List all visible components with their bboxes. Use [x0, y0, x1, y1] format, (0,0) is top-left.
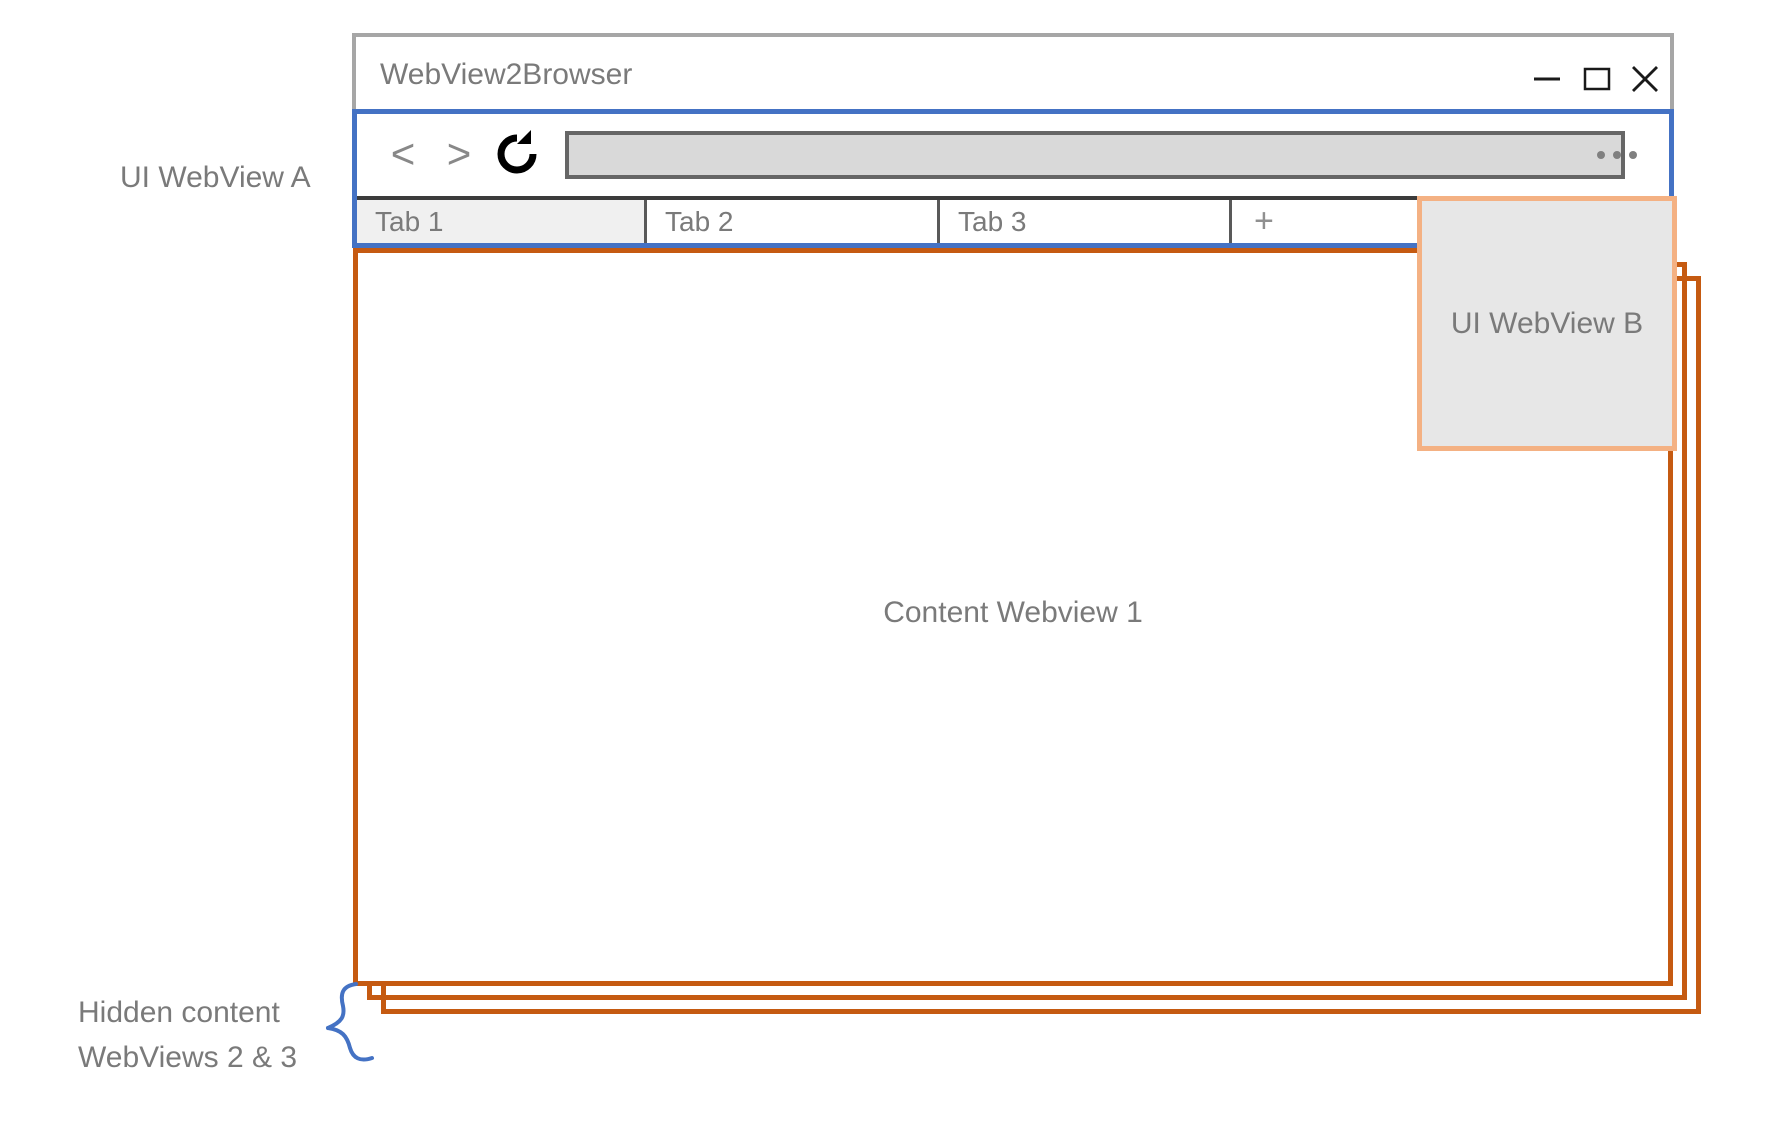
title-bar: WebView2Browser [352, 33, 1674, 113]
tab-1[interactable]: Tab 1 [357, 200, 647, 243]
content-webview-1-label: Content Webview 1 [883, 596, 1143, 629]
annotation-ui-webview-a: UI WebView A [120, 161, 311, 194]
tab-2[interactable]: Tab 2 [647, 200, 940, 243]
maximize-icon[interactable] [1580, 61, 1614, 95]
minimize-icon[interactable] [1530, 61, 1564, 95]
page-title: WebView2Browser [380, 58, 633, 91]
annotation-hidden-content: Hidden content WebViews 2 & 3 [78, 996, 298, 1074]
ui-webview-b-label: UI WebView B [1450, 306, 1644, 340]
more-options-icon[interactable] [1587, 140, 1647, 170]
browser-toolbar: < > [357, 114, 1669, 196]
brace-icon [326, 982, 374, 1062]
back-icon[interactable]: < [390, 130, 416, 177]
forward-icon[interactable]: > [446, 130, 472, 177]
reload-icon[interactable] [491, 128, 543, 180]
close-icon[interactable] [1628, 61, 1662, 95]
ui-webview-b-region[interactable]: UI WebView B [1417, 196, 1677, 451]
address-input[interactable] [565, 131, 1625, 179]
tab-3[interactable]: Tab 3 [940, 200, 1232, 243]
